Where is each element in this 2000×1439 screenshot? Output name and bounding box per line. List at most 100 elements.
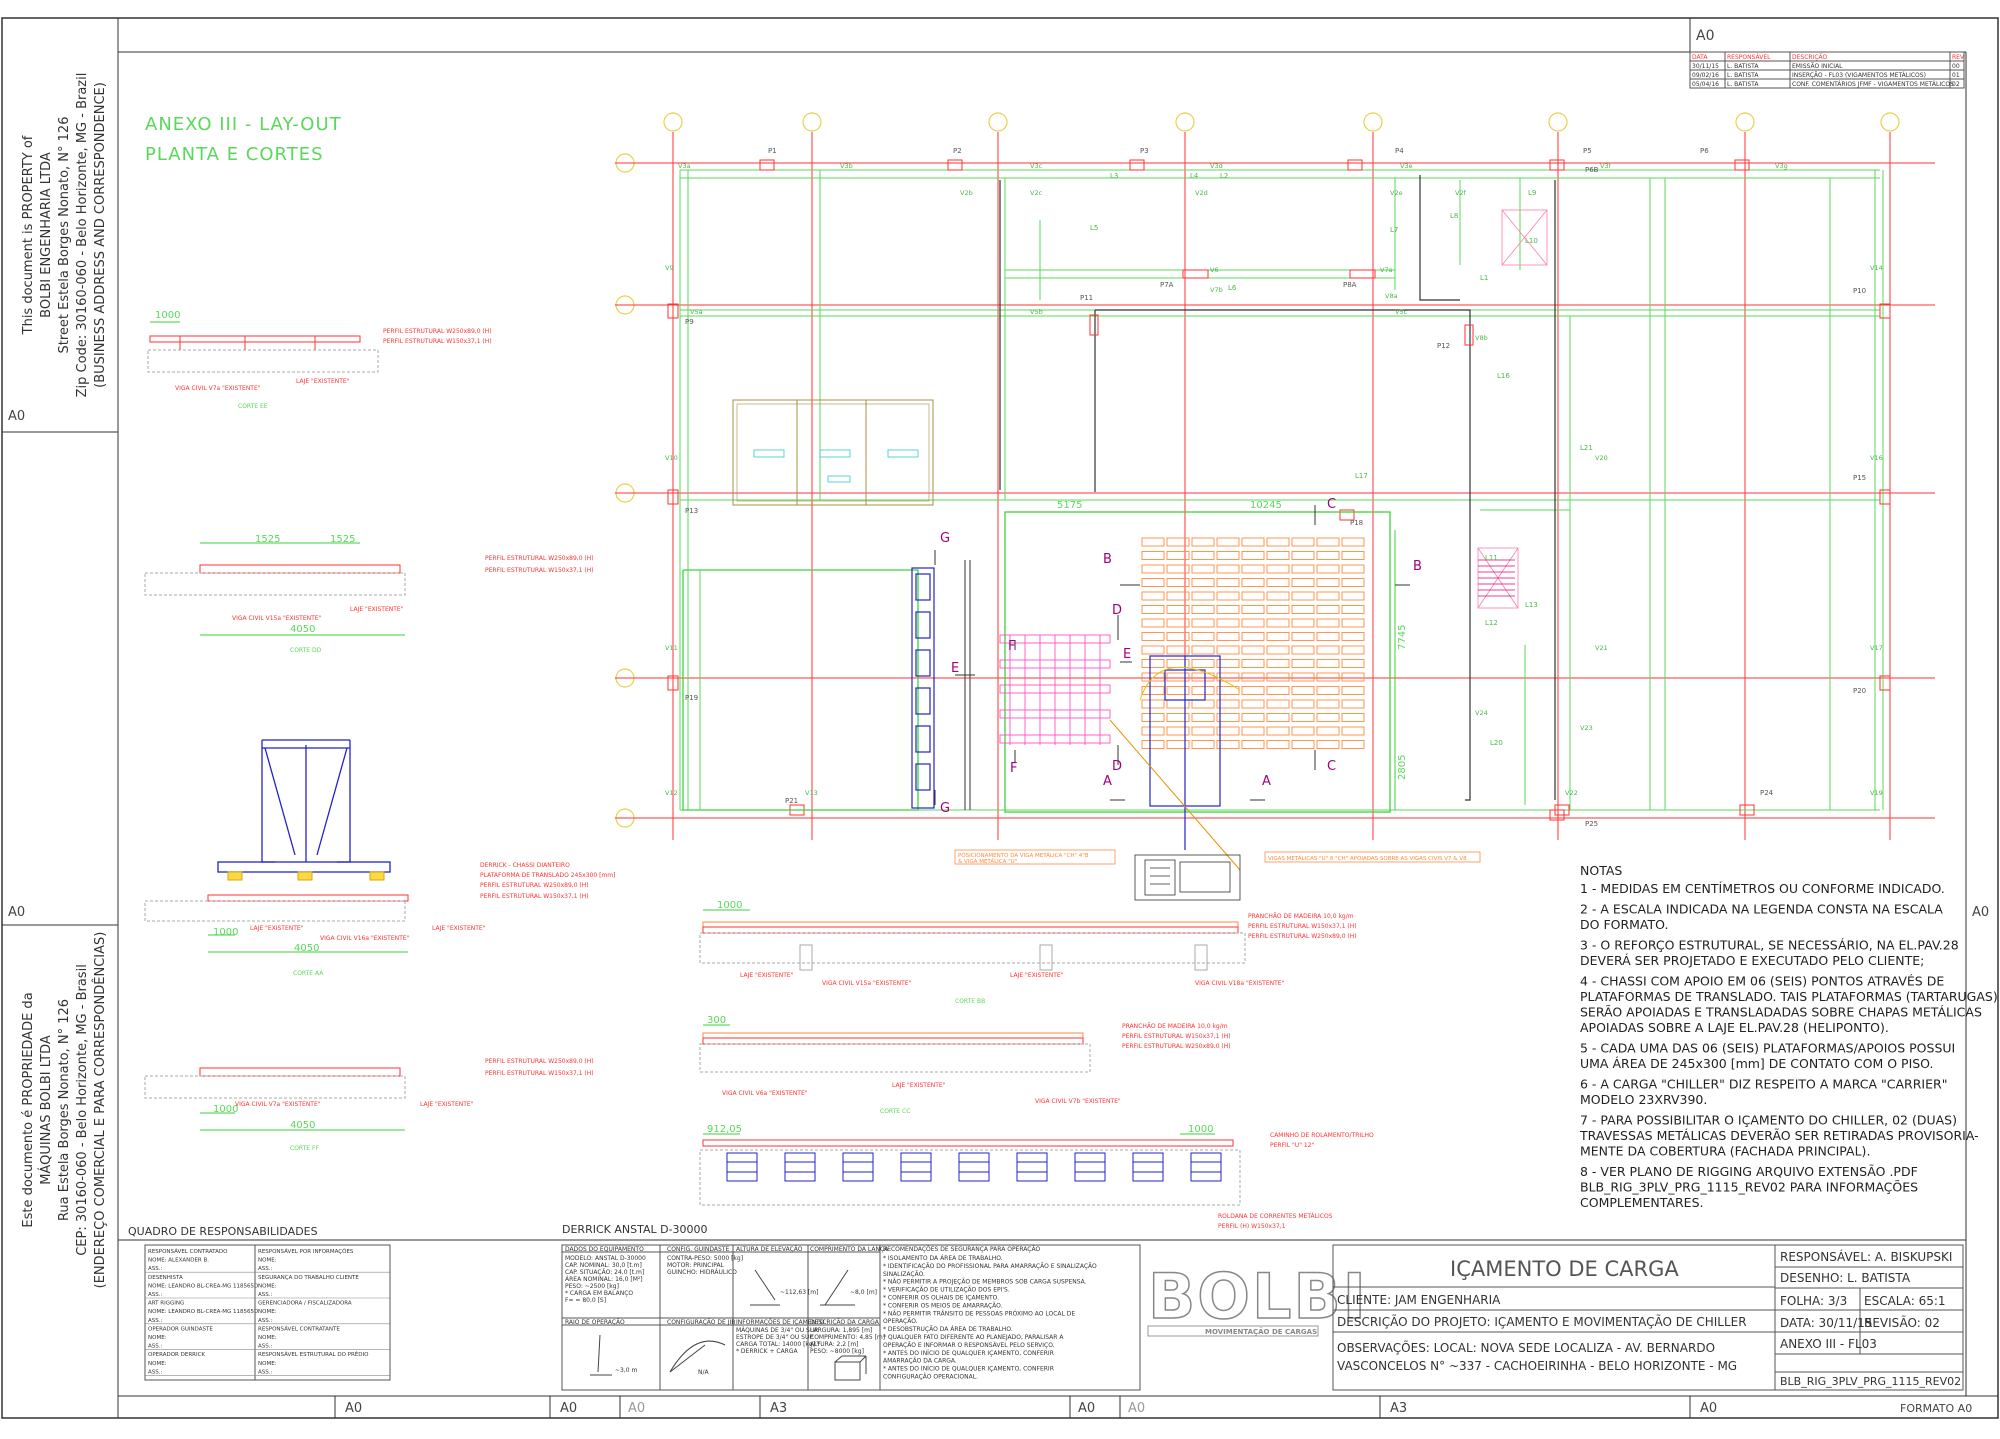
plan-dimension: 7745 [1397, 625, 1408, 650]
beam-label: V2b [960, 189, 973, 197]
slab-label: L21 [1580, 444, 1593, 452]
wood-plank [1316, 726, 1340, 736]
wood-plank [1266, 632, 1290, 641]
section-label: VIGA CIVIL V7b "EXISTENTE" [1035, 1098, 1121, 1105]
resp-cell: NOME: [258, 1361, 277, 1367]
wood-plank [1241, 713, 1265, 722]
resp-cell: ASS.: [258, 1318, 272, 1324]
drawing-title-2: PLANTA E CORTES [145, 144, 324, 165]
beam-label: V9 [665, 264, 674, 272]
beam-label: V7b [1210, 286, 1223, 294]
slab-labels: L1 L2 L3 L4 L5 L6 L7 L8 L9 L10 L11 L12 L… [1090, 172, 1593, 747]
wood-plank [1241, 659, 1265, 668]
plan-dimension: 2805 [1397, 755, 1408, 780]
derrick-title: DERRICK ANSTAL D-30000 [562, 1223, 708, 1236]
pillar-label: P21 [785, 797, 798, 805]
wood-plank [1241, 740, 1265, 749]
rev-cell: 05/04/16 [1692, 81, 1719, 88]
wood-plank [1291, 699, 1315, 709]
section-label: PERFIL ESTRUTURAL W250x89,0 (H) [480, 882, 589, 889]
wood-plank [1191, 578, 1215, 587]
responsavel-label: RESPONSÁVEL: A. BISKUPSKI [1780, 1249, 1952, 1264]
pillar-label: P11 [1080, 294, 1093, 302]
slab-label: L20 [1490, 739, 1503, 747]
section-label: PERFIL "U" 12" [1270, 1142, 1315, 1149]
wood-plank [1241, 699, 1265, 709]
pillar-labels: P1 P2 P3 P4 P5 P6 P7A P8A P9 P10 P11 P12… [685, 147, 1866, 828]
wood-plank [1266, 564, 1290, 574]
section-ee: 1000 PERFIL ESTRUTURAL W250x89,0 (H) PER… [147, 310, 492, 410]
section-label: PERFIL ESTRUTURAL W150x37,1 (H) [485, 1070, 594, 1077]
section-mark: C [1327, 497, 1336, 512]
wood-plank [1266, 672, 1290, 682]
wood-plank [1166, 632, 1190, 641]
beam-label: V21 [1595, 644, 1608, 652]
wood-plank [1341, 645, 1365, 655]
section-title: CORTE BB [955, 998, 985, 1005]
derrick-line: * ANTES DO INÍCIO DE QUALQUER IÇAMENTO, … [883, 1366, 1054, 1373]
derrick-line: CARGA TOTAL: 14000 [kg] * [736, 1341, 820, 1348]
wood-plank [1341, 713, 1365, 722]
beam-label: V3a [678, 162, 691, 170]
slab-label: L9 [1528, 189, 1536, 197]
wood-plank [1341, 726, 1365, 736]
wood-plank [1216, 605, 1240, 614]
wood-plank [1341, 564, 1365, 574]
derrick-line: * NÃO PERMITIR TRÂNSITO DE PESSOAS PRÓXI… [883, 1310, 1075, 1317]
section-label: PLATAFORMA DE TRANSLADO 245x300 [mm] [480, 872, 615, 879]
rev-cell: 30/11/15 [1692, 63, 1719, 70]
wood-plank [1166, 659, 1190, 668]
pillars [667, 159, 1891, 821]
wood-plank [1316, 578, 1340, 587]
pillar-label: P25 [1585, 820, 1598, 828]
section-label: PERFIL ESTRUTURAL W150x37,1 (H) [1248, 923, 1357, 930]
section-label: PRANCHÃO DE MADEIRA 10,0 kg/m [1248, 913, 1354, 920]
section-mark: A [1103, 774, 1112, 789]
resp-cell: OPERADOR DERRICK [148, 1352, 205, 1358]
wood-plank [1341, 537, 1365, 547]
beam-label: V5c [1395, 308, 1408, 316]
dimension: 1000 [213, 927, 238, 938]
wood-plank [1141, 699, 1165, 709]
walls [999, 175, 1556, 801]
wood-plank [1141, 564, 1165, 574]
section-mark: A [1262, 774, 1271, 789]
section-label: ROLDANA DE CORRENTES METÁLICOS [1218, 1213, 1333, 1220]
file-label: BLB_RIG_3PLV_PRG_1115_REV02 [1780, 1375, 1961, 1388]
pillar-label: P3 [1140, 147, 1149, 155]
note-line: DO FORMATO. [1580, 917, 1668, 932]
derrick-line: * VERIFICAÇÃO DE UTILIZAÇÃO DOS EPI'S. [883, 1287, 1010, 1294]
slab-label: L8 [1450, 212, 1458, 220]
section-label: VIGA CIVIL V15a "EXISTENTE" [232, 615, 322, 622]
roller-block [1074, 1152, 1106, 1182]
bottom-zone: A0 [1700, 1401, 1717, 1416]
slab-label: L11 [1485, 554, 1498, 562]
derrick-line: AMARRAÇÃO DA CARGA. [883, 1358, 957, 1365]
section-label: VIGA CIVIL V7a "EXISTENTE" [235, 1101, 321, 1108]
roller-block [726, 1152, 758, 1182]
rev-cell: EMISSÃO INICIAL [1792, 63, 1843, 70]
wood-plank [1341, 672, 1365, 682]
beam-label: V8a [1385, 292, 1398, 300]
rev-cell: L. BATISTA [1727, 63, 1759, 70]
derrick-head: RAIO DE OPERAÇÃO [565, 1319, 625, 1326]
notes: NOTAS 1 - MEDIDAS EM CENTÍMETROS OU CONF… [1579, 863, 1998, 1210]
wood-plank [1191, 537, 1215, 547]
derrick-line: ESTROPE DE 3/4" OU SUP. [736, 1334, 814, 1341]
derrick-line: * CONFERIR OS MEIOS DE AMARRAÇÃO. [883, 1302, 1003, 1309]
wood-plank [1316, 632, 1340, 641]
derrick-line: CONFIGURAÇÃO OPERACIONAL. [883, 1374, 978, 1381]
slab-label: L5 [1090, 224, 1098, 232]
resp-cell: ASS.: [148, 1369, 162, 1375]
section-label: PERFIL ESTRUTURAL W150x37,1 (H) [1122, 1033, 1231, 1040]
wood-plank [1316, 551, 1340, 560]
beam-label: V2f [1455, 189, 1467, 197]
beam-labels: V3a V3b V3c V3d V3e V3f V3g V2b V2c V2d … [665, 162, 1883, 797]
wood-plank [1166, 713, 1190, 722]
pillar-label: P15 [1853, 474, 1866, 482]
wood-plank [1266, 605, 1290, 614]
wood-plank [1166, 551, 1190, 560]
beam-label: V23 [1580, 724, 1593, 732]
wood-plank [1216, 726, 1240, 736]
wood-plank [1291, 564, 1315, 574]
